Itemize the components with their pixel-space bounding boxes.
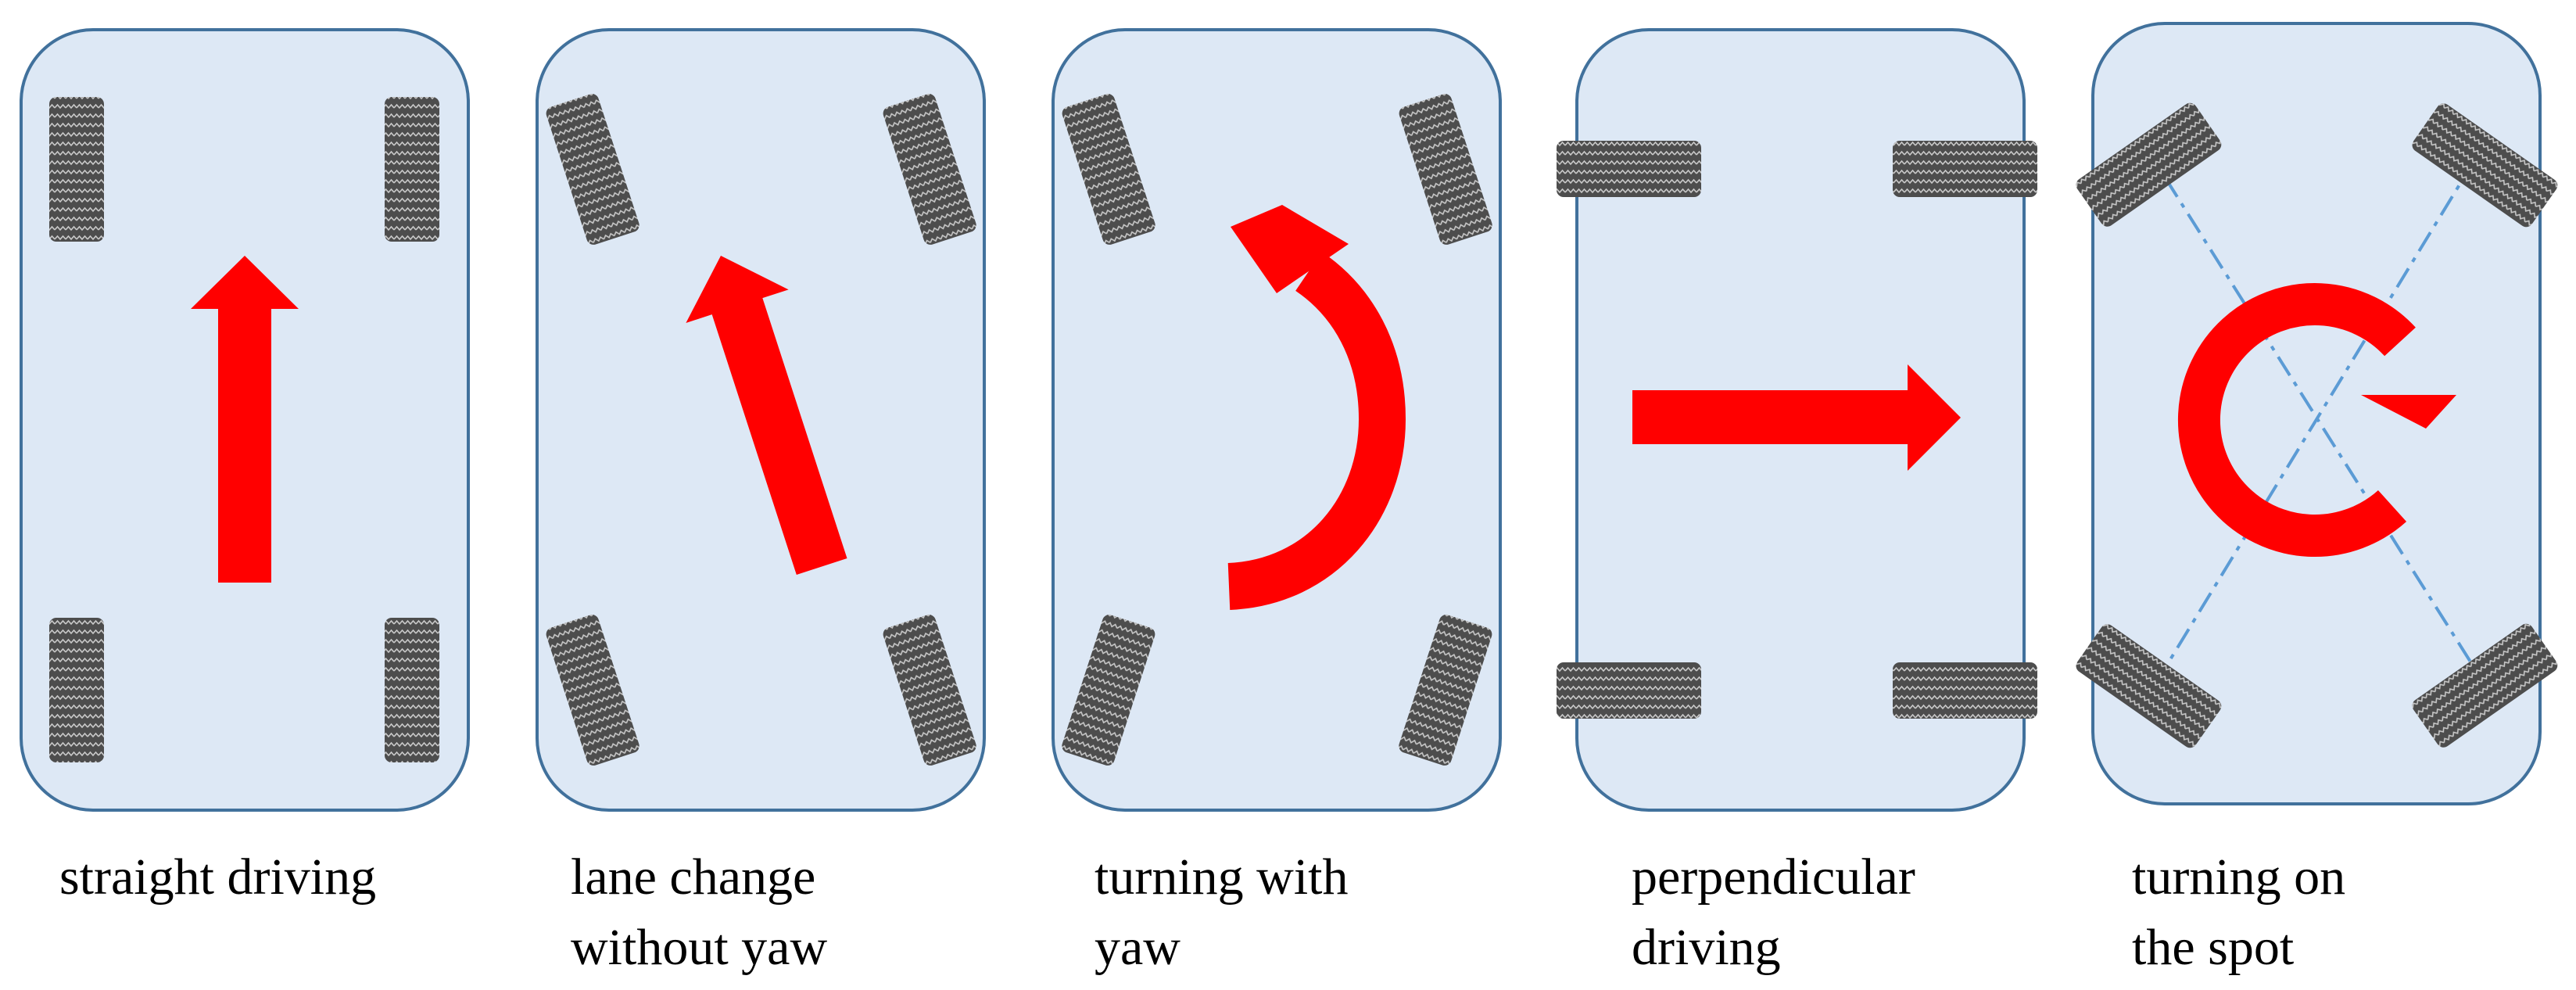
arrow-circular — [2177, 283, 2416, 558]
arrow-curved-head — [1231, 205, 1349, 293]
caption-straight-driving: straight driving — [59, 842, 376, 913]
wheel-rear-right — [2412, 623, 2558, 748]
caption-line: lane change — [571, 848, 816, 906]
wheel-front-left — [1557, 141, 1701, 197]
wheel-rear-left — [49, 618, 104, 762]
panel-lane-change — [536, 28, 986, 812]
wheel-front-right — [385, 97, 439, 242]
caption-line: turning on — [2132, 848, 2346, 906]
panel-turning-on-spot — [2076, 22, 2558, 805]
caption-line: the spot — [2132, 919, 2295, 976]
wheel-rear-right — [1893, 662, 2037, 719]
caption-line: driving — [1632, 919, 1781, 976]
arrow-right — [1632, 364, 1961, 471]
caption-line: straight driving — [59, 848, 377, 906]
wheel-front-right — [883, 94, 976, 245]
wheel-rear-left — [546, 615, 640, 766]
wheel-rear-left — [1062, 615, 1155, 766]
chassis-body — [2091, 22, 2542, 805]
wheel-rear-right — [883, 615, 976, 766]
caption-turning-on-spot: turning on the spot — [2132, 842, 2345, 983]
caption-line: without yaw — [571, 919, 828, 976]
arrow-circular-head — [2361, 395, 2456, 429]
arrow-diagonal — [686, 256, 847, 576]
panel-turning-with-yaw — [1052, 28, 1502, 812]
wheel-front-left — [546, 94, 640, 245]
caption-turning-with-yaw: turning with yaw — [1095, 842, 1349, 983]
arrow-up — [191, 256, 299, 583]
arrow-curved — [1227, 252, 1406, 610]
wheel-rear-left — [2076, 624, 2222, 748]
panel-straight-driving — [20, 28, 470, 812]
wheel-front-right — [2412, 103, 2558, 228]
caption-lane-change: lane change without yaw — [571, 842, 827, 983]
wheel-rear-left — [1557, 662, 1701, 719]
wheel-front-left — [2076, 102, 2222, 227]
wheel-front-right — [1893, 141, 2037, 197]
wheel-rear-right — [385, 618, 439, 762]
caption-perpendicular-driving: perpendicular driving — [1632, 842, 1915, 983]
caption-line: turning with — [1095, 848, 1349, 906]
caption-line: perpendicular — [1632, 848, 1915, 906]
axis-line — [2168, 159, 2476, 662]
wheel-front-left — [1062, 94, 1155, 245]
chassis-body — [1052, 28, 1502, 812]
panel-perpendicular-driving — [1557, 28, 2037, 812]
axis-line — [2164, 177, 2484, 682]
wheel-front-left — [49, 97, 104, 242]
wheel-rear-right — [1399, 615, 1492, 766]
caption-line: yaw — [1095, 919, 1181, 976]
wheel-front-right — [1399, 94, 1492, 245]
